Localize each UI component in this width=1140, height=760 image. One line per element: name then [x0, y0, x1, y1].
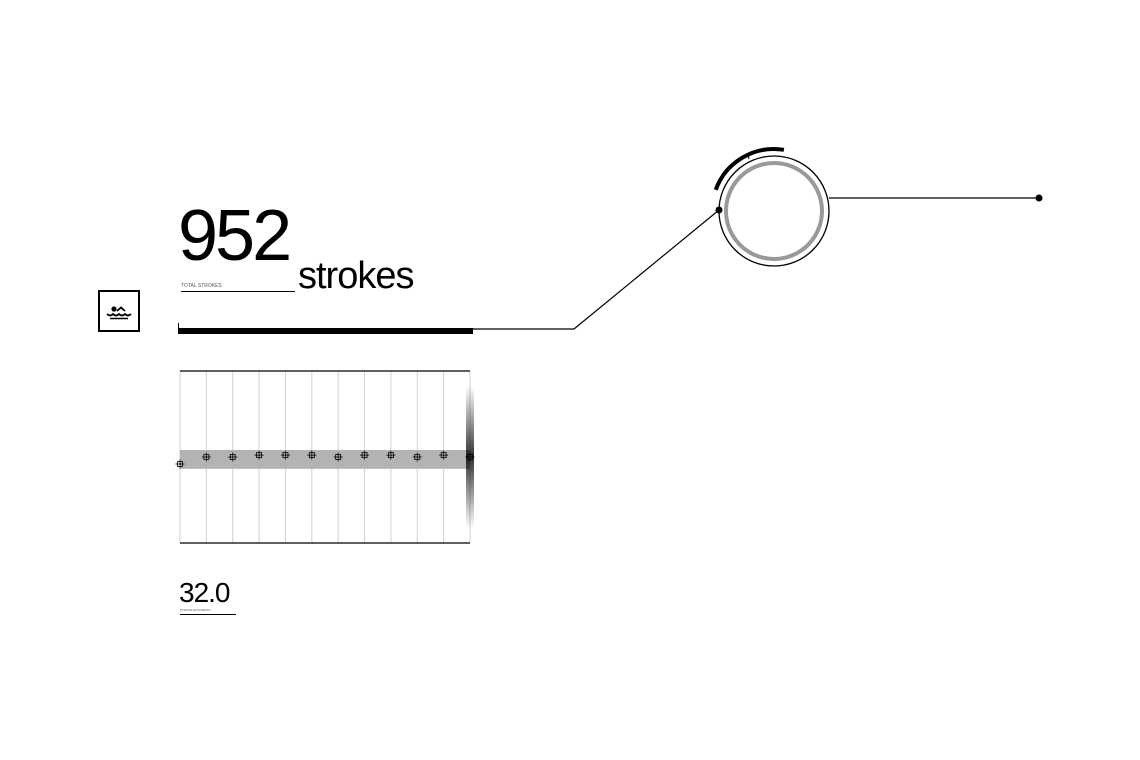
range-band [180, 450, 470, 469]
swimmer-icon [106, 306, 132, 320]
swim-mode-button[interactable] [98, 290, 140, 332]
total-strokes-label: TOTAL STROKES [181, 283, 295, 292]
progress-bar [178, 328, 473, 334]
dial-progress-arc [713, 147, 785, 191]
efficiency-label: STROKE EFFICIENCY [180, 608, 236, 615]
total-strokes-value: 952 [178, 196, 292, 276]
stroke-chart [175, 370, 475, 544]
efficiency-value: 32.0 [179, 577, 230, 608]
connector-line [473, 209, 720, 330]
total-strokes-unit: strokes [298, 255, 414, 297]
output-dot[interactable] [1035, 194, 1043, 202]
dial-inner-ring [724, 161, 824, 261]
dial-arc-tick [747, 154, 750, 160]
dial-outer-ring[interactable] [718, 155, 830, 267]
